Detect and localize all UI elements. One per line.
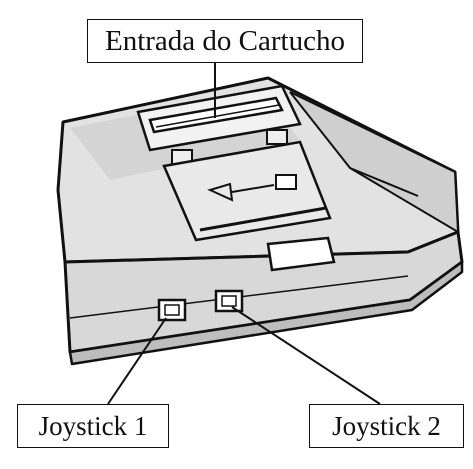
- cartridge-slot-label-text: Entrada do Cartucho: [105, 24, 345, 57]
- joystick-1-label-text: Joystick 1: [38, 410, 148, 441]
- joystick-2-label: Joystick 2: [309, 404, 464, 448]
- leader-line-joystick-2: [231, 306, 381, 405]
- joystick-port-1-inner: [164, 304, 180, 316]
- joystick-port-2-inner: [221, 295, 237, 307]
- leader-line-joystick-1: [107, 317, 167, 405]
- slot-clip-right: [266, 129, 288, 145]
- arrow-tail-block: [275, 174, 297, 190]
- eject-arrow-icon: [207, 182, 234, 202]
- joystick-port-1: [157, 298, 187, 322]
- console-bottom-edge: [68, 260, 464, 366]
- cartridge-slot-label: Entrada do Cartucho: [87, 19, 363, 63]
- joystick-port-2: [214, 289, 244, 313]
- joystick-2-label-text: Joystick 2: [332, 410, 441, 441]
- joystick-1-label: Joystick 1: [17, 404, 169, 448]
